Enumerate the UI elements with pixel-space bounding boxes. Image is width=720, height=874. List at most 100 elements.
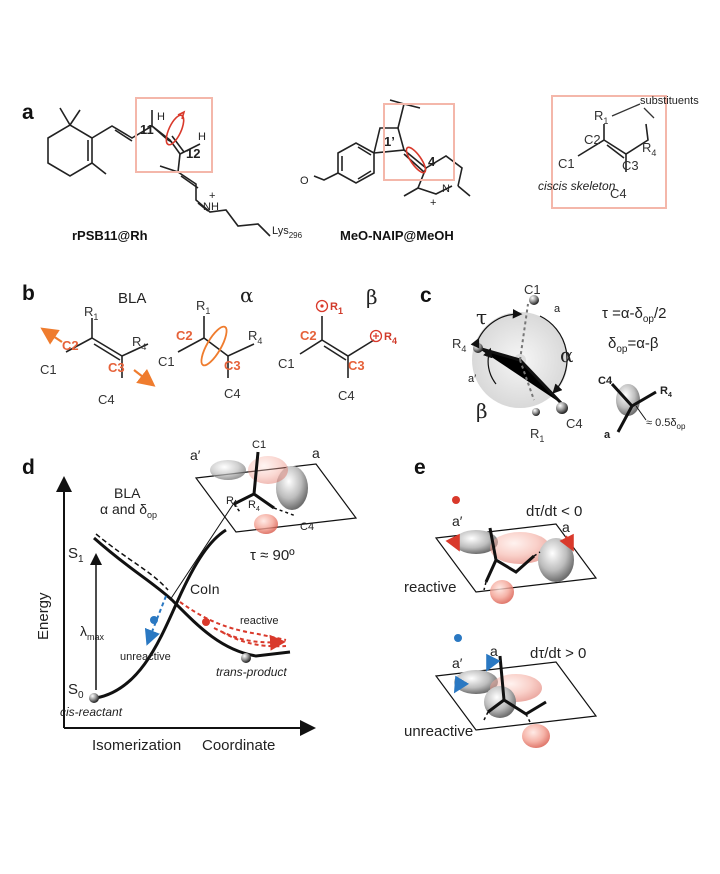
reactive-path xyxy=(213,627,286,651)
box-c2: C2 xyxy=(584,132,601,147)
panel-c-label: c xyxy=(420,284,432,307)
c12-label: 12 xyxy=(186,146,200,161)
small-c4: C4 xyxy=(598,375,613,387)
tau90-label: τ ≈ 90º xyxy=(250,547,295,564)
beta-c2: C2 xyxy=(300,328,317,343)
small-a: a xyxy=(604,429,611,441)
inset-aprime: a′ xyxy=(190,447,201,463)
beta-r4: R4 xyxy=(384,331,397,346)
c4-ball xyxy=(556,402,568,414)
panel-a: a 11 12 H H NH + Lys296 xyxy=(22,95,699,243)
inset-r1: R1 xyxy=(226,495,238,509)
box-c3: C3 xyxy=(622,158,639,173)
unreactive-label-e: unreactive xyxy=(404,723,473,740)
gem-dimethyl xyxy=(59,107,81,126)
beta-arc xyxy=(483,347,497,385)
s0-curve xyxy=(95,528,227,700)
c1prime-label: 1’ xyxy=(384,134,395,149)
alpha-title: α xyxy=(240,283,254,307)
nh-label: NH xyxy=(203,201,219,213)
rotation-arrow-icon xyxy=(165,114,185,146)
unreactive-eq: dτ/dt > 0 xyxy=(530,645,586,662)
reactive-label: reactive xyxy=(240,615,279,627)
cis-reactant-label: cis-reactant xyxy=(60,705,123,719)
n-plus: + xyxy=(430,197,436,209)
skeleton-box: R1 R4 C2 C3 C1 C4 substituents ciscis sk… xyxy=(538,95,699,209)
box-r4: R4 xyxy=(642,140,656,158)
c11-label: 11 xyxy=(140,122,154,137)
bla-text: BLA xyxy=(114,485,141,501)
rotation-arrow-icon-2 xyxy=(405,146,427,174)
beta-skeleton: β R1 R4 C2 C3 C1 C4 xyxy=(278,285,397,403)
c-c4: C4 xyxy=(566,416,583,431)
bla-arrow-1 xyxy=(40,327,63,345)
nh-plus: + xyxy=(209,190,215,202)
bla-c3: C3 xyxy=(108,360,125,375)
c-beta: β xyxy=(476,399,488,423)
alpha-arc xyxy=(539,315,568,394)
c-tau: τ xyxy=(476,305,487,329)
alpha-r4: R4 xyxy=(248,328,262,346)
c-c1: C1 xyxy=(524,282,541,297)
xaxis-2: Coordinate xyxy=(202,737,275,754)
xaxis-1: Isomerization xyxy=(92,737,181,754)
panel-b: b BLA R1 R4 C2 C3 C1 C4 α R1 R4 C2 C3 C1… xyxy=(22,282,397,407)
trans-ball xyxy=(241,653,251,663)
reactive-a: a xyxy=(562,519,570,535)
r4-ball xyxy=(473,343,483,353)
box-c4: C4 xyxy=(610,186,627,201)
unreactive-aprime: a′ xyxy=(452,655,463,671)
c1-ball xyxy=(529,295,539,305)
beta-c3: C3 xyxy=(348,358,365,373)
bla-title: BLA xyxy=(118,290,146,307)
inset-c1: C1 xyxy=(252,439,266,451)
molecule-rpsb11: 11 12 H H NH + Lys296 rPSB11@Rh xyxy=(47,97,303,243)
s0-label: S0 xyxy=(68,681,84,701)
ionone-ring xyxy=(47,124,93,177)
alpha-dop-text: α and δop xyxy=(100,501,157,520)
reactive-aprime: a′ xyxy=(452,513,463,529)
lambda-label: λmax xyxy=(80,623,105,642)
e-unreactive: dτ/dt > 0 a a′ unreactive xyxy=(404,634,598,748)
coin-label: CoIn xyxy=(190,581,220,597)
c-aprime: a′ xyxy=(468,373,476,385)
c-alpha: α xyxy=(560,343,574,367)
beta-c4: C4 xyxy=(338,388,355,403)
highlight-box-2 xyxy=(383,103,455,181)
h-label-2: H xyxy=(198,131,206,143)
methoxy-o: O xyxy=(300,175,309,187)
r1-ball xyxy=(532,408,540,416)
alpha-c1: C1 xyxy=(158,354,175,369)
small-approx: ≈ 0.5δop xyxy=(646,417,686,431)
alpha-c3: C3 xyxy=(224,358,241,373)
unreactive-plane xyxy=(434,661,598,731)
reactive-label-e: reactive xyxy=(404,579,457,596)
panel-a-label: a xyxy=(22,101,34,124)
beta-r1: R1 xyxy=(330,301,343,316)
panel-e-label: e xyxy=(414,456,426,479)
c-r1: R1 xyxy=(530,426,544,444)
panel-c: c τ α β a a′ C1 C4 R4 R1 τ =α-δop/2 δop=… xyxy=(420,282,686,444)
alpha-c2: C2 xyxy=(176,328,193,343)
substituents-label: substituents xyxy=(640,95,699,107)
bla-skeleton: BLA R1 R4 C2 C3 C1 C4 xyxy=(40,290,156,407)
s1-label: S1 xyxy=(68,545,84,565)
inset-c4: C4 xyxy=(300,521,314,533)
alpha-r1: R1 xyxy=(196,298,210,316)
bla-r1: R1 xyxy=(84,304,98,322)
n-label: N xyxy=(442,183,450,195)
h-label-1: H xyxy=(157,111,165,123)
eq-dop: δop=α-β xyxy=(608,335,659,355)
alpha-rotation-icon xyxy=(200,325,228,367)
schiff-chain xyxy=(177,153,271,237)
small-r4: R4 xyxy=(660,385,672,399)
c-a: a xyxy=(554,303,561,315)
bla-arrow-2 xyxy=(133,368,156,387)
benzene-ring xyxy=(337,142,375,184)
inset-r4: R4 xyxy=(248,499,260,513)
unreactive-a: a xyxy=(490,643,498,659)
energy-label: Energy xyxy=(35,592,52,640)
box-c1: C1 xyxy=(558,156,575,171)
bla-r4: R4 xyxy=(132,334,146,352)
c4-label: 4 xyxy=(428,154,436,169)
